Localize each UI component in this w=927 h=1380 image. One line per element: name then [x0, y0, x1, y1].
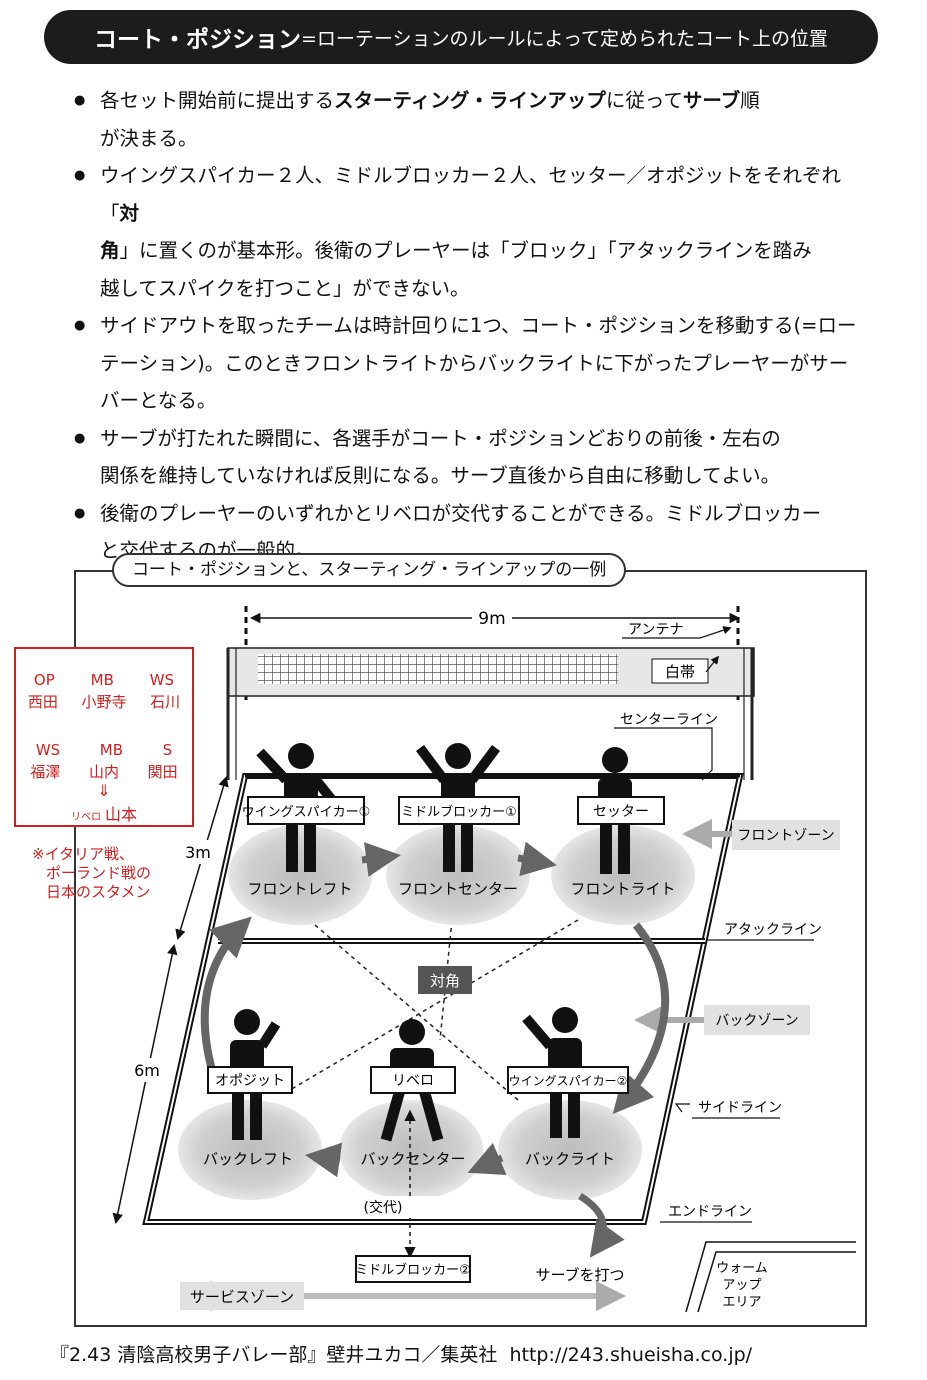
diagram-title: コート・ポジションと、スターティング・ラインアップの一例 [112, 553, 627, 587]
rotation-arrow [467, 1142, 507, 1176]
lineup-row2-names: 福澤山内関田 [30, 763, 178, 781]
position-label: フロントライト [570, 880, 675, 898]
dimension-3m-label: 3m [185, 843, 211, 862]
dimension-6m-label: 6m [134, 1061, 160, 1080]
player-tag [207, 1066, 293, 1094]
end-line-label: エンドライン [668, 1204, 752, 1220]
player-tag [507, 1066, 629, 1094]
front-zone-tag [732, 820, 840, 850]
player-tag [355, 1255, 471, 1283]
position-label: バックレフト [203, 1150, 293, 1168]
player-tag-label: ウイングスパイカー② [509, 1074, 628, 1088]
dimension-6m-line [112, 943, 178, 1225]
lineup-down-arrow: ⇓ [97, 781, 111, 800]
swap-label: (交代) [364, 1199, 403, 1216]
position-label: バックセンター [360, 1150, 465, 1168]
antenna-label: アンテナ [628, 622, 683, 638]
rules-list: 各セット開始前に提出するスターティング・ラインアップに従ってサーブ順が決まる。 … [74, 82, 864, 570]
player-tag-label: ミドルブロッカー② [355, 1262, 471, 1278]
rule-item: ウイングスパイカー２人、ミドルブロッカー２人、セッター／オポジットをそれぞれ「対… [74, 157, 864, 307]
rule-item: サーブが打たれた瞬間に、各選手がコート・ポジションどおりの前後・左右の関係を維持… [74, 420, 864, 495]
back-zone-label: バックゾーン [715, 1013, 798, 1029]
front-zone-label: フロントゾーン [737, 828, 834, 844]
player-tag [398, 796, 520, 825]
rotation-arrow [517, 841, 557, 877]
rotation-arrow [612, 922, 670, 1115]
position-label: フロントセンター [398, 880, 518, 898]
header-title-bold: コート・ポジション [93, 27, 301, 53]
position-label: バックライト [525, 1150, 615, 1168]
rotation-arrow [200, 916, 252, 1072]
player-tag-label: ミドルブロッカー① [401, 804, 517, 820]
center-line-label: センターライン [620, 712, 718, 728]
zone-front-right [551, 825, 695, 925]
diagonal-label: 対角 [430, 972, 460, 990]
zone-back-right [498, 1100, 642, 1200]
back-zone-tag [704, 1005, 810, 1035]
warmup-label-3: エリア [722, 1295, 761, 1310]
zone-back-left [178, 1100, 322, 1200]
header-title-rest: =ローテーションのルールによって定められたコート上の位置 [300, 27, 829, 50]
serve-label: サーブを打つ [535, 1266, 624, 1284]
rotation-arrow [305, 1142, 343, 1178]
position-label: フロントレフト [247, 880, 352, 898]
footer-citation: 『2.43 清陰高校男子バレー部』壁井ユカコ／集英社 http://243.sh… [50, 1344, 753, 1366]
lineup-note: ※イタリア戦、 ポーランド戦の 日本のスタメン [32, 845, 152, 901]
player-tag [577, 796, 665, 825]
footer-url[interactable]: http://243.shueisha.co.jp/ [509, 1344, 753, 1366]
lineup-libero: リベロ山本 [70, 805, 137, 824]
player-tag-label: リベロ [392, 1073, 434, 1089]
warmup-label-2: アップ [722, 1278, 761, 1293]
lineup-row1-names: 西田小野寺石川 [27, 693, 181, 711]
player-tag-label: セッター [593, 804, 649, 820]
zone-front-left [228, 825, 372, 925]
rotation-arrow [361, 842, 401, 877]
header-banner: コート・ポジション=ローテーションのルールによって定められたコート上の位置 [44, 10, 878, 64]
side-line-label: サイドライン [698, 1100, 782, 1116]
player-tag-label: ウイングスパイカー① [242, 805, 371, 820]
zone-front-center [386, 825, 530, 925]
net-mesh [258, 654, 618, 684]
player-front-center [416, 743, 500, 872]
diagonal-tag [418, 966, 472, 994]
player-tag [370, 1066, 456, 1094]
warmup-label-1: ウォーム [716, 1261, 768, 1276]
player-tag [247, 796, 365, 825]
rule-item: サイドアウトを取ったチームは時計回りに1つ、コート・ポジションを移動する(=ロー… [74, 307, 864, 420]
white-band-label: 白帯 [665, 663, 695, 681]
serve-arrow [578, 1193, 625, 1258]
player-tag-label: オポジット [215, 1073, 285, 1089]
dimension-9m-label: 9m [478, 609, 505, 629]
service-zone-label: サービスゾーン [190, 1288, 294, 1306]
attack-line-label: アタックライン [724, 922, 822, 938]
service-zone-tag [180, 1282, 304, 1310]
